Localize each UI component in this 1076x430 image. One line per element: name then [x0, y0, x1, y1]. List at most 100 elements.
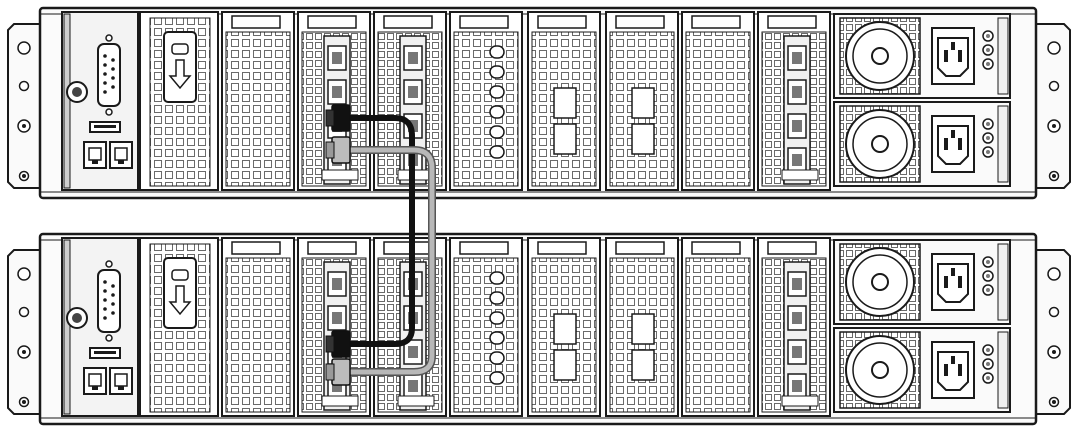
- cable-wire: [342, 147, 435, 375]
- blank-vent: [489, 125, 505, 139]
- ethernet-port-clip: [118, 386, 124, 390]
- led-dot: [986, 136, 990, 140]
- ethernet-port-icon: [83, 367, 107, 395]
- power-button-icon: [66, 307, 88, 329]
- vga-port-shell: [97, 269, 121, 333]
- pcie-slot-bracket-top: [537, 241, 587, 255]
- hba-port-connector: [792, 380, 802, 392]
- vga-pin: [103, 298, 107, 302]
- led-icon: [982, 146, 994, 158]
- fan-icon: [839, 331, 921, 409]
- power-inlet-icon: [931, 27, 975, 85]
- management-module-latch: [63, 239, 71, 415]
- hba-port-connector: [332, 380, 342, 392]
- inlet-socket: [937, 263, 969, 303]
- cable-connector: [331, 358, 351, 386]
- inlet-pin: [944, 50, 948, 62]
- sas-cable-1: [325, 104, 415, 358]
- cable-connector: [331, 104, 351, 132]
- blank-cutout: [553, 349, 577, 381]
- vga-port-shell: [97, 43, 121, 107]
- pcie-slot-bracket-top: [459, 15, 509, 29]
- led-dot: [986, 122, 990, 126]
- vga-port-icon: [97, 34, 121, 116]
- vga-pin: [103, 307, 107, 311]
- pcie-slot-bracket-top: [307, 241, 357, 255]
- ethernet-port-jack: [88, 147, 102, 161]
- drawer-arrow: [168, 285, 192, 316]
- vga-screw: [105, 334, 113, 342]
- inlet-pin: [958, 50, 962, 62]
- rack-ear-right: [1035, 249, 1071, 415]
- pcie-slot-7: [681, 237, 755, 417]
- hba-port-connector: [792, 278, 802, 290]
- pcie-slot-bracket-top: [691, 241, 741, 255]
- rack-ear-right: [1035, 23, 1071, 189]
- inlet-pin: [944, 138, 948, 150]
- hba-port-connector: [332, 278, 342, 290]
- blank-vent: [489, 65, 505, 79]
- rack-ear-screw-head: [1052, 400, 1056, 404]
- rack-ear-screw-hole: [1048, 80, 1060, 92]
- inlet-ground: [951, 356, 955, 364]
- vga-pin: [103, 54, 107, 58]
- ethernet-port-jack: [114, 147, 128, 161]
- blank-vent: [489, 331, 505, 345]
- led-dot: [986, 260, 990, 264]
- cable-wire: [342, 115, 415, 347]
- vga-pin: [103, 289, 107, 293]
- inlet-pin: [944, 364, 948, 376]
- drawer-module: [139, 237, 219, 417]
- ethernet-port-jack: [114, 373, 128, 387]
- hba-port-connector: [332, 312, 342, 324]
- blank-vent: [489, 271, 505, 285]
- rack-ear-screw-hole: [1048, 306, 1060, 318]
- hba-card-label: [321, 395, 359, 407]
- ethernet-port-clip: [118, 160, 124, 164]
- cable-connector-plug: [325, 109, 335, 127]
- hba-port-connector: [792, 154, 802, 166]
- inlet-socket: [937, 37, 969, 77]
- power-button-icon: [66, 81, 88, 103]
- inlet-ground: [951, 42, 955, 50]
- psu-handle: [997, 17, 1009, 95]
- blank-vent: [489, 291, 505, 305]
- rack-ear-screw-hole: [18, 306, 30, 318]
- inlet-pin: [958, 364, 962, 376]
- pcie-slot-bracket-top: [767, 15, 817, 29]
- management-module: [61, 237, 139, 417]
- inlet-pin: [958, 138, 962, 150]
- vga-pin: [103, 90, 107, 94]
- pcie-slot-bracket-top: [383, 241, 433, 255]
- vga-pin: [111, 302, 115, 306]
- power-button-center: [72, 87, 82, 97]
- led-icon: [982, 58, 994, 70]
- pcie-slot-8: [757, 11, 831, 191]
- led-dot: [986, 274, 990, 278]
- ethernet-port-icon: [109, 367, 133, 395]
- vga-pin: [111, 67, 115, 71]
- rack-ear-screw-hole: [1047, 267, 1061, 281]
- rack-ear-screw-head: [22, 124, 26, 128]
- pcie-slot-bracket-top: [615, 241, 665, 255]
- hba-port-connector: [792, 52, 802, 64]
- ethernet-port-jack: [88, 373, 102, 387]
- rack-ear-screw-head: [22, 350, 26, 354]
- hba-port-connector: [332, 86, 342, 98]
- usb-port-tongue: [94, 351, 116, 354]
- usb-port-tongue: [94, 125, 116, 128]
- pcie-slot-7: [681, 11, 755, 191]
- cable-connector-plug: [325, 335, 335, 353]
- hba-card-label: [781, 169, 819, 181]
- vga-pin: [111, 311, 115, 315]
- led-dot: [986, 150, 990, 154]
- blank-vent: [489, 145, 505, 159]
- chassis-bottom: [7, 232, 1071, 426]
- usb-port-icon: [89, 347, 121, 359]
- led-icon: [982, 132, 994, 144]
- ethernet-port-icon: [83, 141, 107, 169]
- pcie-slot-bracket-top: [537, 15, 587, 29]
- pcie-slot-bracket-top: [307, 15, 357, 29]
- chassis-top: [7, 6, 1071, 200]
